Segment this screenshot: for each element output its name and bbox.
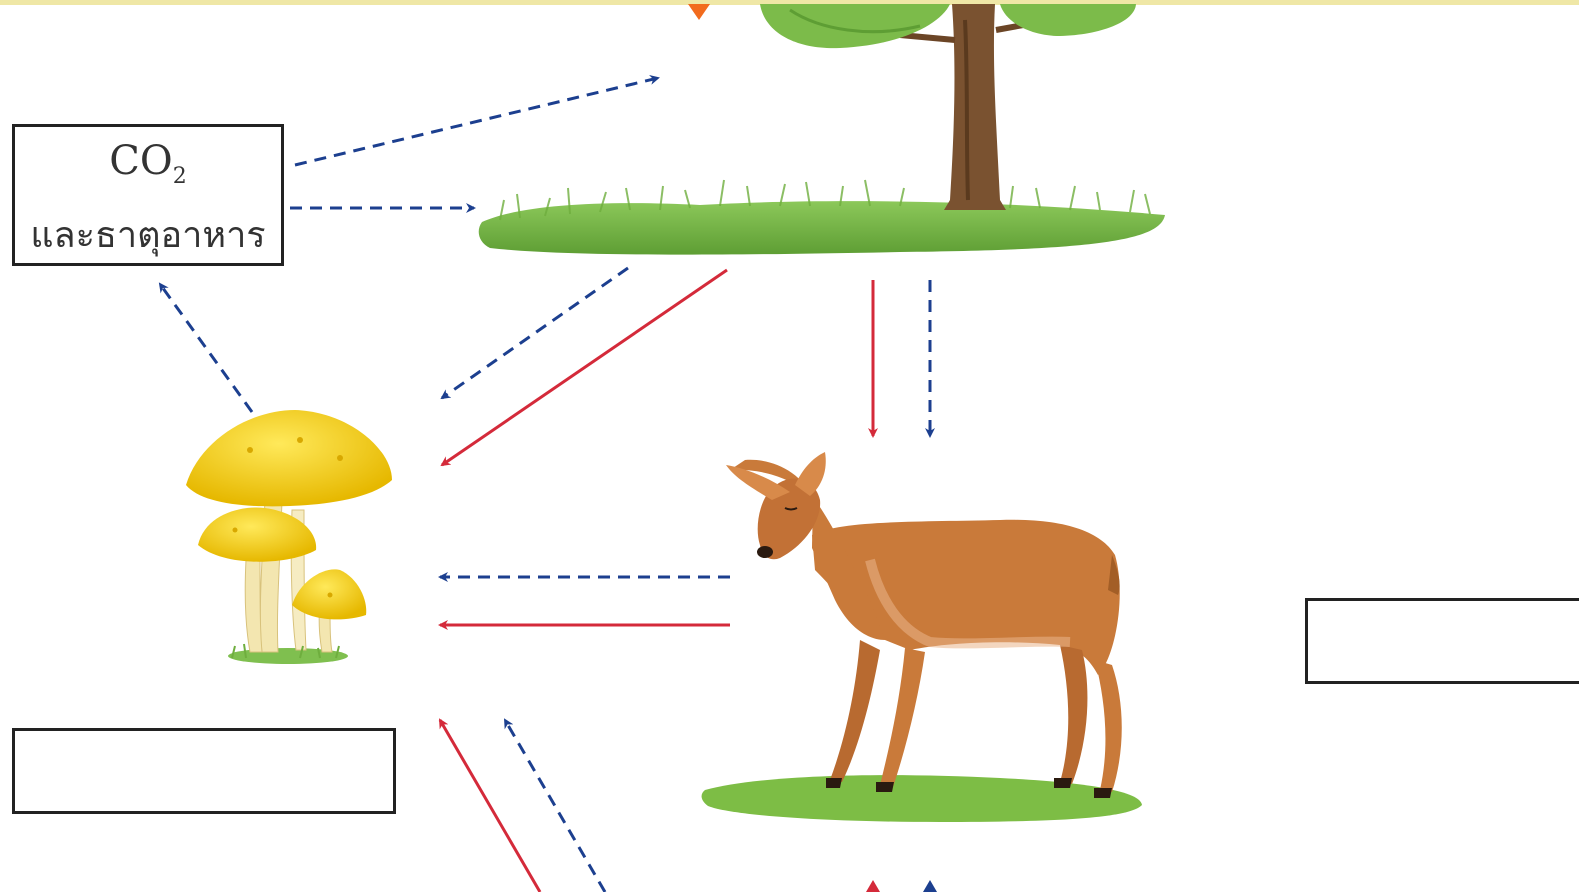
nutrients-caption: และธาตุอาหาร	[15, 211, 281, 261]
arrow-plants-to-fungi-matter	[442, 268, 628, 398]
blank-answer-box-left[interactable]	[12, 728, 396, 814]
sun-arrow-tip	[688, 4, 710, 20]
arrow-bottom-to-fungi-matter	[505, 720, 605, 892]
co2-nutrients-box: CO2 และธาตุอาหาร	[12, 124, 284, 266]
arrow-co2-to-tree	[295, 78, 658, 165]
co2-formula: CO2	[15, 137, 281, 201]
arrow-fungi-to-co2	[160, 284, 252, 412]
bottom-arrow-tip-red	[866, 880, 880, 892]
deer-illustration	[702, 452, 1142, 822]
arrow-plants-to-fungi-energy	[442, 270, 727, 465]
blank-answer-box-right[interactable]	[1305, 598, 1579, 684]
mushroom-illustration	[186, 410, 392, 664]
arrow-bottom-to-fungi-energy	[440, 720, 540, 892]
tree-illustration	[479, 4, 1165, 255]
bottom-arrow-tip-blue	[923, 880, 937, 892]
